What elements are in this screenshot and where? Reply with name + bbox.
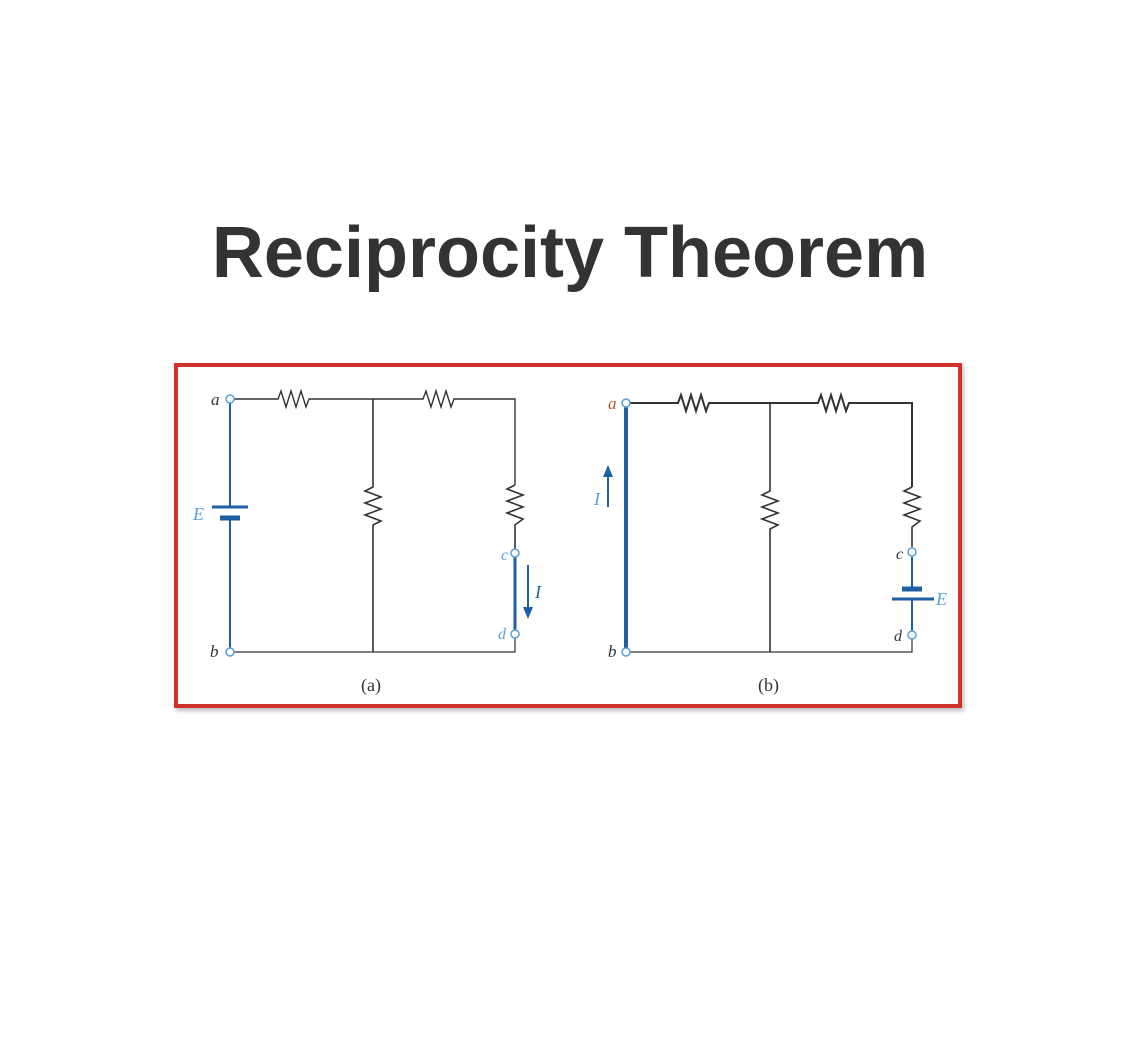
- circuit-a-top-wire: [232, 388, 516, 485]
- circuit-a-terminal-a: [225, 394, 235, 404]
- circuit-b-right-resistor: [901, 486, 923, 547]
- circuit-b-top-wire: [630, 391, 913, 487]
- circuit-a-label-c: c: [501, 547, 508, 564]
- circuit-b-current-arrow-head: [603, 465, 613, 477]
- slide-title: Reciprocity Theorem: [211, 213, 929, 293]
- circuit-b-middle-branch: [759, 403, 781, 652]
- circuit-a: a b c d E I (a): [192, 388, 542, 696]
- circuit-figure-frame: a b c d E I (a): [174, 363, 962, 708]
- circuit-b-caption: (b): [758, 675, 779, 696]
- circuit-b-terminal-d: [907, 630, 917, 640]
- circuit-a-label-d: d: [498, 626, 507, 643]
- circuit-a-terminal-b: [225, 647, 235, 657]
- circuit-a-current-arrow-head: [523, 607, 533, 619]
- circuit-b-label-c: c: [896, 546, 903, 563]
- circuit-a-label-b: b: [210, 642, 219, 661]
- circuit-a-right-resistor: [504, 484, 526, 549]
- circuit-b-label-a: a: [608, 394, 617, 413]
- circuit-b-label-E: E: [935, 589, 947, 609]
- circuit-b-label-d: d: [894, 628, 903, 645]
- circuit-a-label-a: a: [211, 390, 220, 409]
- circuit-b-terminal-b: [621, 647, 631, 657]
- circuit-a-middle-branch: [362, 399, 384, 652]
- circuit-b-terminal-c: [907, 547, 917, 557]
- circuit-a-label-I: I: [534, 582, 542, 602]
- circuit-a-label-E: E: [192, 504, 204, 524]
- circuit-b-bottom-wire: [630, 639, 913, 653]
- circuit-a-terminal-c: [510, 548, 520, 558]
- circuit-b-terminal-a: [621, 398, 631, 408]
- circuit-diagrams: a b c d E I (a): [192, 388, 947, 696]
- circuit-a-bottom-wire: [232, 638, 516, 653]
- circuit-b: a b c d E I (b): [593, 391, 947, 696]
- circuit-b-label-b: b: [608, 642, 617, 661]
- circuit-a-caption: (a): [361, 675, 381, 696]
- circuit-b-label-I: I: [593, 489, 601, 509]
- circuit-a-terminal-d: [510, 629, 520, 639]
